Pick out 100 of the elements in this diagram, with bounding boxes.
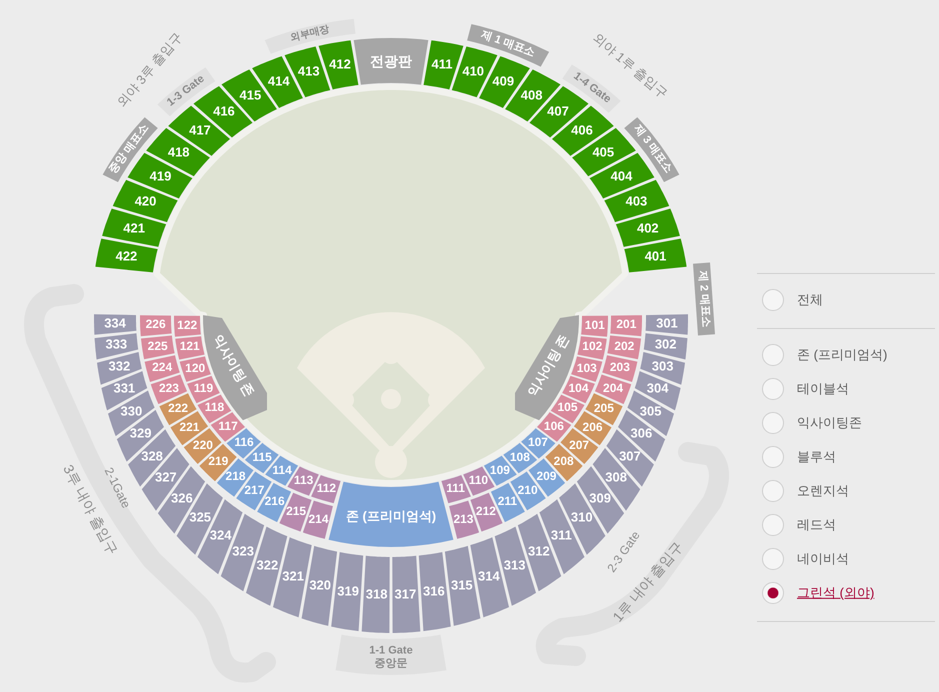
section-number: 224 <box>152 361 172 375</box>
option-label: 블루석 <box>797 450 836 464</box>
section-number: 405 <box>592 145 614 160</box>
section-number: 334 <box>104 316 126 332</box>
gate-label: 1-4 Gate <box>570 70 614 106</box>
ticket-office-label: 제 1 매표소 <box>479 28 537 60</box>
scoreboard-block <box>353 38 429 85</box>
option-label: 전체 <box>797 292 823 308</box>
section-number: 226 <box>146 318 166 332</box>
section-number: 219 <box>208 455 228 470</box>
section-number: 330 <box>120 404 142 420</box>
section-number: 310 <box>570 510 593 526</box>
section-number: 210 <box>518 484 538 498</box>
section-number: 304 <box>646 382 668 397</box>
section-number: 223 <box>158 382 179 396</box>
store-label: 외부매장 <box>290 24 332 44</box>
section-number: 421 <box>123 221 145 236</box>
seat-section <box>141 335 175 360</box>
section-number: 216 <box>264 495 285 510</box>
gate-label: 1-3 Gate <box>164 73 208 110</box>
section-number: 312 <box>528 544 550 560</box>
option-label: 존 (프리미엄석) <box>797 348 888 362</box>
section-number: 409 <box>492 74 514 90</box>
option-label: 오렌지석 <box>797 484 849 498</box>
section-number: 116 <box>234 436 254 450</box>
section-number: 417 <box>189 124 211 139</box>
section-number: 106 <box>544 420 564 434</box>
seat-section <box>94 333 139 360</box>
section-number: 209 <box>536 470 556 484</box>
seat-section <box>581 315 608 337</box>
section-number: 414 <box>268 74 290 90</box>
section-number: 120 <box>185 362 206 376</box>
section-number: 121 <box>180 340 200 354</box>
section-number: 302 <box>654 338 677 353</box>
section-number: 402 <box>636 221 659 236</box>
seat-section <box>418 552 451 632</box>
section-number: 401 <box>644 249 666 264</box>
gate-label: 1-1 Gate 중앙문 <box>368 644 414 670</box>
section-number: 332 <box>108 360 130 375</box>
option-label: 레드석 <box>797 518 836 532</box>
section-number: 217 <box>244 484 264 498</box>
section-number: 114 <box>272 464 292 478</box>
seat-section <box>624 238 687 273</box>
section-number: 410 <box>462 64 484 80</box>
section-number: 110 <box>468 474 488 488</box>
section-number: 325 <box>189 510 212 526</box>
section-number: 225 <box>148 340 168 354</box>
option-label: 테이블석 <box>797 382 849 396</box>
section-number: 303 <box>652 360 674 375</box>
section-number: 308 <box>605 470 627 486</box>
section-number: 115 <box>252 451 272 465</box>
section-number: 322 <box>256 558 278 574</box>
section-number: 404 <box>610 169 632 184</box>
section-number: 319 <box>337 584 359 600</box>
section-number: 206 <box>582 420 603 435</box>
seat-section <box>615 208 680 247</box>
section-number: 415 <box>240 88 262 104</box>
section-number: 208 <box>554 455 574 470</box>
seat-section <box>95 238 158 273</box>
section-number: 218 <box>226 470 246 484</box>
section-number: 215 <box>286 505 306 519</box>
seat-section <box>144 355 180 383</box>
seat-section <box>606 429 654 487</box>
ticket-office-sign <box>693 262 715 336</box>
section-number: 122 <box>177 318 198 333</box>
section-number: 323 <box>232 544 254 560</box>
section-number: 327 <box>154 470 177 486</box>
section-number: 318 <box>366 587 388 602</box>
section-number: 329 <box>130 427 152 442</box>
section-number: 301 <box>656 316 678 332</box>
section-number: 403 <box>626 194 648 210</box>
section-number: 317 <box>394 587 416 602</box>
section-number: 305 <box>640 404 662 420</box>
section-number: 309 <box>589 491 611 506</box>
section-number: 311 <box>550 528 572 544</box>
seat-section <box>607 335 641 360</box>
seat-section <box>645 314 688 335</box>
section-number: 108 <box>510 451 530 465</box>
section-number: 117 <box>218 420 238 434</box>
section-number: 416 <box>213 104 235 120</box>
section-number: 222 <box>168 402 188 416</box>
section-number: 203 <box>610 361 630 375</box>
seat-section <box>140 315 172 337</box>
section-number: 406 <box>571 124 593 139</box>
section-number: 204 <box>603 382 624 396</box>
seat-section <box>610 315 642 337</box>
seat-section <box>423 40 464 90</box>
option-label: 네이비석 <box>797 552 849 566</box>
section-number: 202 <box>614 340 634 354</box>
ticket-office-label: 제 2 매표소 <box>696 270 712 328</box>
section-number: 315 <box>450 578 473 594</box>
section-number: 211 <box>498 495 518 510</box>
section-number: 419 <box>150 169 172 184</box>
section-number: 331 <box>113 382 136 397</box>
section-number: 201 <box>616 318 636 332</box>
section-number: 412 <box>329 57 351 72</box>
section-number: 207 <box>569 438 590 452</box>
seat-section <box>112 179 178 223</box>
section-number: 316 <box>423 584 445 600</box>
section-number: 314 <box>478 570 500 584</box>
